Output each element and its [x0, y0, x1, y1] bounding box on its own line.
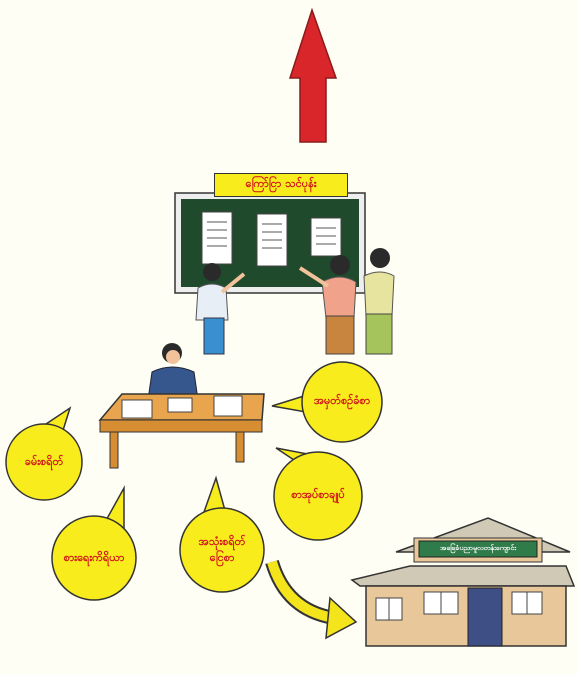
bubble-label-stationery: စားရေးကိရိယာ — [56, 551, 132, 567]
bubble-label-fees: ခမ်းစရိတ် — [14, 455, 74, 471]
speech-bubble-fees — [6, 408, 82, 500]
curved-arrow-icon — [272, 562, 356, 638]
speech-bubble-stationery — [52, 488, 136, 600]
bubble-label-materials: စာအုပ်စာချုပ် — [280, 488, 356, 504]
desk — [100, 394, 264, 468]
up-arrow-icon — [290, 10, 336, 142]
notice-board-title: ကြော်ငြာ သင်ပုန်း — [214, 173, 348, 197]
school-sign: အခြေခံပညာမူလတန်းကျောင်း — [419, 541, 537, 557]
desk-clerk — [148, 343, 198, 400]
school-building — [352, 518, 574, 646]
bubble-label-enrollment: အမှတ်စဉ်ခံစာ — [308, 394, 376, 410]
bubble-label-uniform: အသုံးစရိတ် ငြေစာ — [186, 534, 258, 566]
